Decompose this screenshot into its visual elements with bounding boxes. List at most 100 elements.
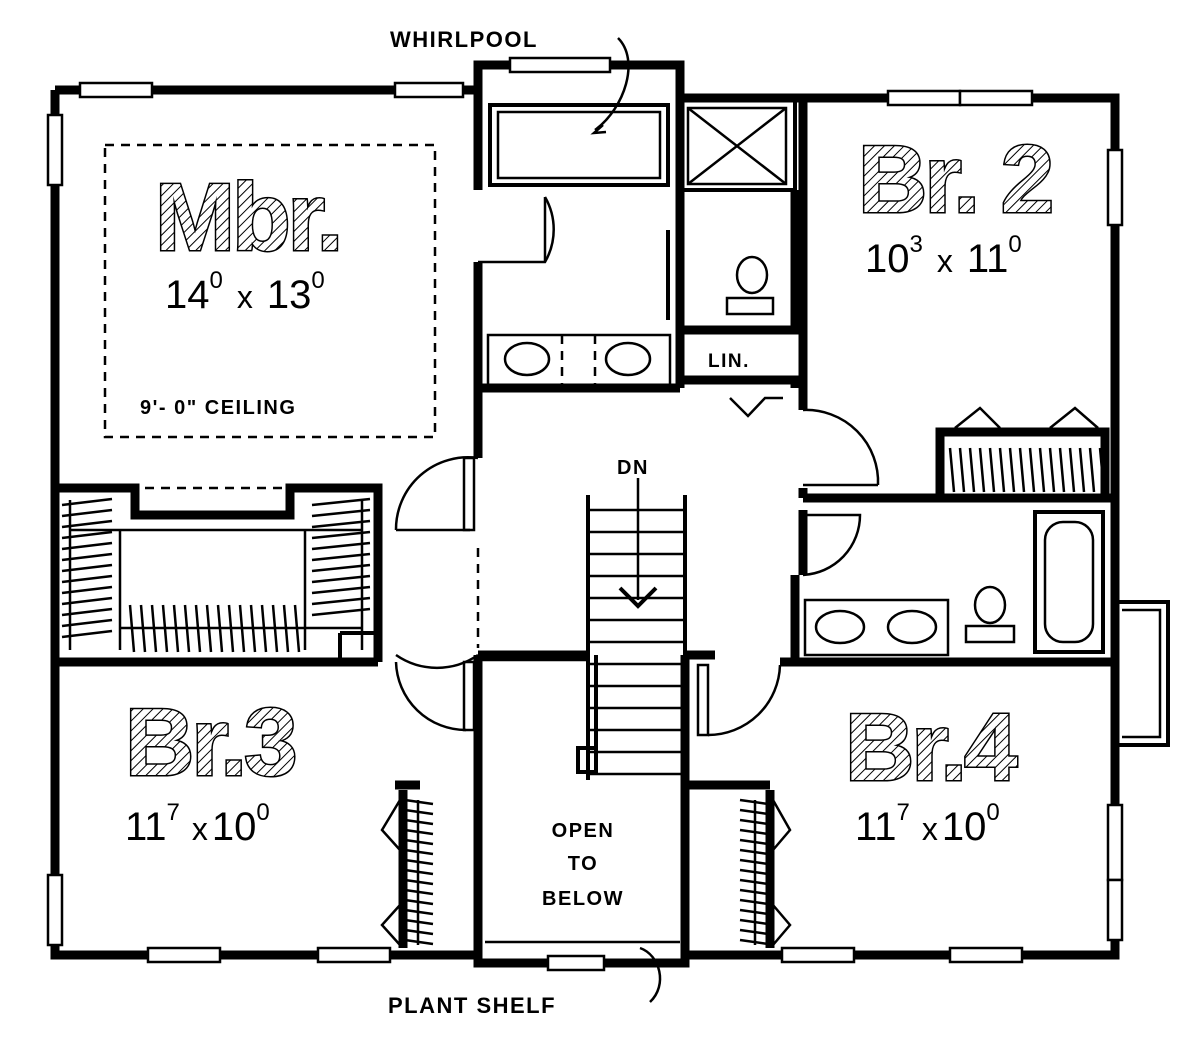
dim-br4-w-sup: 7 bbox=[897, 799, 910, 826]
dim-br3-w: 11 bbox=[125, 805, 167, 849]
closet-hatch-line bbox=[139, 604, 147, 653]
closet-hatch-line bbox=[311, 508, 371, 518]
closet-hatch-line bbox=[61, 563, 113, 573]
dim-br4-sep: x bbox=[922, 811, 938, 847]
closet-hatch-line bbox=[1048, 447, 1056, 493]
closet-hatch-line bbox=[61, 541, 113, 551]
windows bbox=[46, 56, 1124, 972]
room-name-master: Mbr. bbox=[155, 164, 340, 271]
room-name-br3: Br.3 bbox=[125, 689, 294, 796]
open-to-below-line2: TO bbox=[568, 853, 598, 875]
doors bbox=[394, 196, 1099, 737]
dim-br3-sep: x bbox=[192, 811, 208, 847]
closet-hatch-line bbox=[216, 604, 224, 653]
dim-br2-w-sup: 3 bbox=[910, 231, 923, 258]
dim-master-d-sup: 0 bbox=[311, 267, 324, 294]
closet-hatch-line bbox=[1028, 447, 1036, 493]
closet-hatch-line bbox=[311, 607, 371, 617]
closet-hatch-line bbox=[311, 552, 371, 562]
closet-hatch-line bbox=[61, 530, 113, 540]
dim-master-w: 14 bbox=[165, 273, 210, 317]
vanity-master bbox=[486, 333, 672, 387]
plant-shelf-arrow bbox=[639, 946, 662, 1003]
closet-hatch-line bbox=[150, 604, 158, 653]
closet-hatch-line bbox=[61, 618, 113, 628]
closet-hatch-line bbox=[61, 585, 113, 595]
dim-br2-d: 11 bbox=[967, 237, 1009, 281]
dim-br4-d-sup: 0 bbox=[986, 799, 999, 826]
closet-hatch-line bbox=[311, 596, 371, 606]
closet-hatch-line bbox=[128, 604, 136, 653]
ceiling-label: 9'- 0" CEILING bbox=[140, 397, 296, 419]
dim-br3-d-sup: 0 bbox=[256, 799, 269, 826]
dim-master-sep: x bbox=[237, 279, 253, 315]
closet-hatch-line bbox=[260, 604, 268, 653]
bathtub-br2-bath bbox=[1033, 510, 1105, 654]
closet-hatch-line bbox=[161, 604, 169, 653]
closet-hatch-line bbox=[998, 447, 1006, 493]
down-label: DN bbox=[617, 457, 649, 479]
closet-hatch-line bbox=[61, 508, 113, 518]
closet-hatch-line bbox=[61, 607, 113, 617]
closet-hatch-line bbox=[1058, 447, 1066, 493]
dim-master-d: 13 bbox=[267, 273, 312, 317]
closet-hatch-line bbox=[311, 530, 371, 540]
closet-hatch-line bbox=[61, 497, 113, 507]
whirlpool-arrow bbox=[594, 37, 630, 132]
dim-br3-d: 10 bbox=[212, 805, 257, 849]
dim-br2-w: 10 bbox=[865, 237, 910, 281]
closet-hatch-line bbox=[238, 604, 246, 653]
closet-hatch-line bbox=[249, 604, 257, 653]
closet-hatch-line bbox=[1088, 447, 1096, 493]
dim-br4-d: 10 bbox=[942, 805, 987, 849]
linen-label: LIN. bbox=[708, 351, 750, 372]
shower-stall bbox=[686, 106, 788, 186]
closet-hatch-line bbox=[311, 585, 371, 595]
closet-hatch-line bbox=[968, 447, 976, 493]
closet-hatch-line bbox=[61, 552, 113, 562]
master-closet-rods bbox=[68, 500, 364, 650]
closet-hatch-line bbox=[311, 497, 371, 507]
closet-hatch-line bbox=[1038, 447, 1046, 493]
closet-hatch-line bbox=[988, 447, 996, 493]
closet-hatch-line bbox=[61, 519, 113, 529]
br3-closet bbox=[380, 790, 420, 948]
closet-hatch-line bbox=[194, 604, 202, 653]
stair-rail bbox=[478, 478, 658, 774]
dim-master-w-sup: 0 bbox=[210, 267, 223, 294]
closet-hatch-line bbox=[311, 563, 371, 573]
closet-hatch-line bbox=[1018, 447, 1026, 493]
closet-hatch-line bbox=[271, 604, 279, 653]
whirlpool-tub bbox=[488, 103, 670, 187]
closet-hatch-line bbox=[311, 541, 371, 551]
closet-hatch-line bbox=[61, 596, 113, 606]
toilet-master-bath bbox=[725, 255, 775, 316]
dim-br3-w-sup: 7 bbox=[167, 799, 180, 826]
closet-hatch-line bbox=[1008, 447, 1016, 493]
room-name-br2: Br. 2 bbox=[858, 126, 1051, 233]
stair-treads bbox=[588, 508, 685, 776]
toilet-bath2 bbox=[964, 585, 1016, 644]
closet-hatch-line bbox=[293, 604, 301, 653]
closet-hatch-line bbox=[1098, 447, 1106, 493]
open-to-below-line3: BELOW bbox=[542, 888, 624, 910]
closet-hatch-line bbox=[282, 604, 290, 653]
closet-hatch-line bbox=[1078, 447, 1086, 493]
closet-hatch-line bbox=[311, 574, 371, 584]
open-to-below-line1: OPEN bbox=[552, 820, 615, 842]
whirlpool-arrowhead bbox=[590, 124, 607, 135]
closet-hatch-line bbox=[61, 574, 113, 584]
closet-hatch-line bbox=[172, 604, 180, 653]
closet-hatch-line bbox=[948, 447, 956, 493]
interior-walls bbox=[55, 90, 1115, 955]
closet-hatch-line bbox=[1068, 447, 1076, 493]
closet-hatch-line bbox=[978, 447, 986, 493]
room-name-br4: Br.4 bbox=[845, 694, 1017, 801]
closet-hatch-line bbox=[311, 519, 371, 529]
closet-hatch-line bbox=[61, 629, 113, 639]
dim-br4-w: 11 bbox=[855, 805, 897, 849]
